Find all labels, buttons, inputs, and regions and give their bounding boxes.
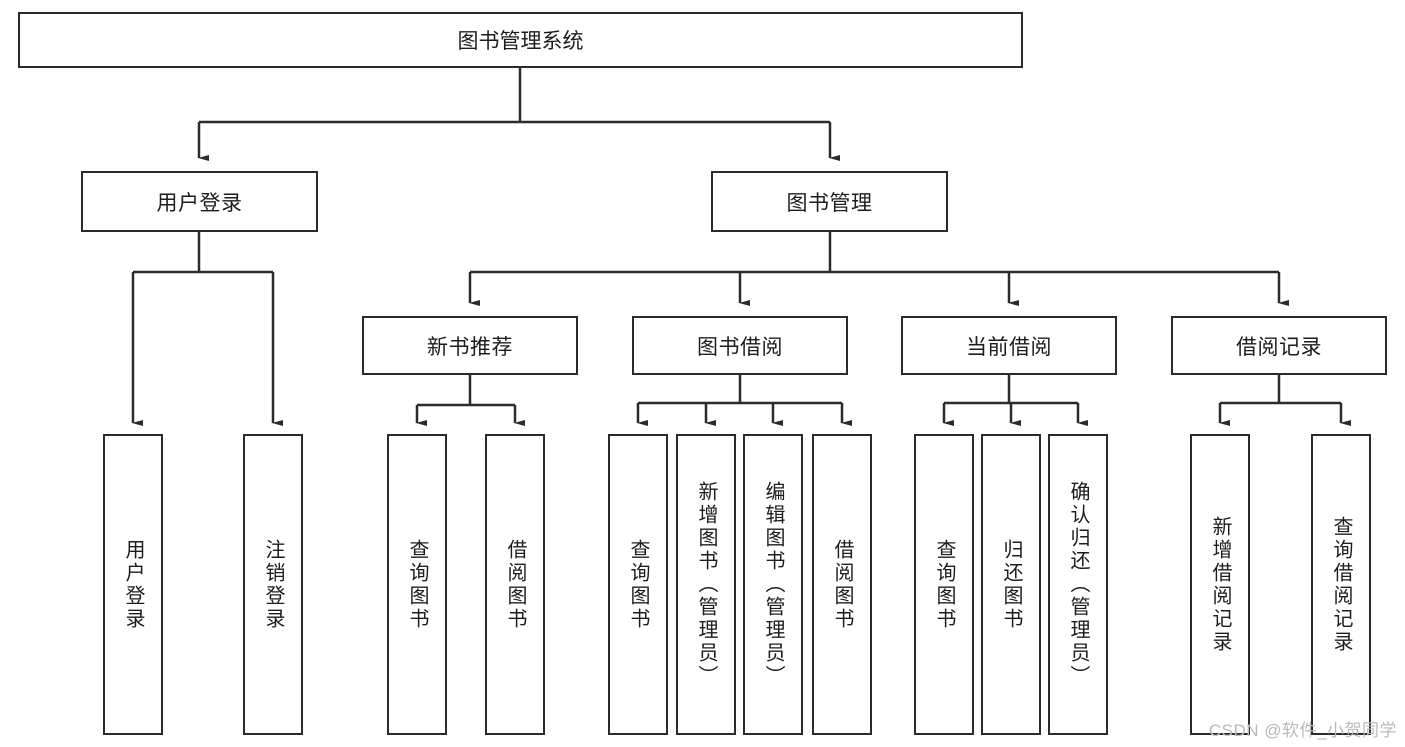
node-leaf-return-book-label: 归还图书: [1000, 538, 1022, 631]
node-book-borrow[interactable]: 图书借阅: [632, 316, 848, 375]
node-book-manage[interactable]: 图书管理: [711, 171, 948, 232]
node-user-login-label: 用户登录: [156, 191, 243, 215]
node-leaf-query-record[interactable]: 查询借阅记录: [1311, 434, 1371, 735]
node-borrow-record-label: 借阅记录: [1236, 335, 1322, 359]
node-user-login[interactable]: 用户登录: [81, 171, 318, 232]
node-current-borrow[interactable]: 当前借阅: [901, 316, 1117, 375]
node-leaf-query-record-label: 查询借阅记录: [1330, 515, 1352, 654]
node-leaf-borrow-book-1[interactable]: 借阅图书: [485, 434, 545, 735]
node-leaf-query-book-1-label: 查询图书: [406, 538, 428, 631]
node-leaf-borrow-book-1-label: 借阅图书: [504, 538, 526, 631]
node-leaf-user-login-label: 用户登录: [122, 538, 144, 631]
node-root[interactable]: 图书管理系统: [18, 12, 1023, 68]
node-leaf-add-book[interactable]: 新增图书（管理员）: [676, 434, 736, 735]
node-leaf-add-book-label: 新增图书（管理员）: [695, 481, 717, 688]
node-leaf-query-book-1[interactable]: 查询图书: [387, 434, 447, 735]
node-leaf-logout-label: 注销登录: [262, 538, 284, 631]
node-new-book-rec[interactable]: 新书推荐: [362, 316, 578, 375]
node-leaf-query-book-2[interactable]: 查询图书: [608, 434, 668, 735]
node-leaf-confirm-return-label: 确认归还（管理员）: [1067, 481, 1089, 688]
node-borrow-record[interactable]: 借阅记录: [1171, 316, 1387, 375]
node-leaf-add-record-label: 新增借阅记录: [1209, 515, 1231, 654]
node-leaf-add-record[interactable]: 新增借阅记录: [1190, 434, 1250, 735]
node-root-label: 图书管理系统: [457, 30, 584, 53]
node-leaf-edit-book[interactable]: 编辑图书（管理员）: [743, 434, 803, 735]
node-new-book-rec-label: 新书推荐: [427, 335, 513, 359]
node-leaf-borrow-book-2-label: 借阅图书: [831, 538, 853, 631]
node-leaf-user-login[interactable]: 用户登录: [103, 434, 163, 735]
node-leaf-edit-book-label: 编辑图书（管理员）: [762, 481, 784, 688]
node-leaf-return-book[interactable]: 归还图书: [981, 434, 1041, 735]
node-leaf-borrow-book-2[interactable]: 借阅图书: [812, 434, 872, 735]
watermark-text: CSDN @软件_小贺同学: [1208, 721, 1397, 740]
node-leaf-logout[interactable]: 注销登录: [243, 434, 303, 735]
node-leaf-confirm-return[interactable]: 确认归还（管理员）: [1048, 434, 1108, 735]
node-leaf-query-book-3-label: 查询图书: [933, 538, 955, 631]
node-current-borrow-label: 当前借阅: [966, 335, 1052, 359]
node-leaf-query-book-3[interactable]: 查询图书: [914, 434, 974, 735]
node-book-borrow-label: 图书借阅: [697, 335, 783, 359]
node-book-manage-label: 图书管理: [786, 191, 873, 215]
node-leaf-query-book-2-label: 查询图书: [627, 538, 649, 631]
